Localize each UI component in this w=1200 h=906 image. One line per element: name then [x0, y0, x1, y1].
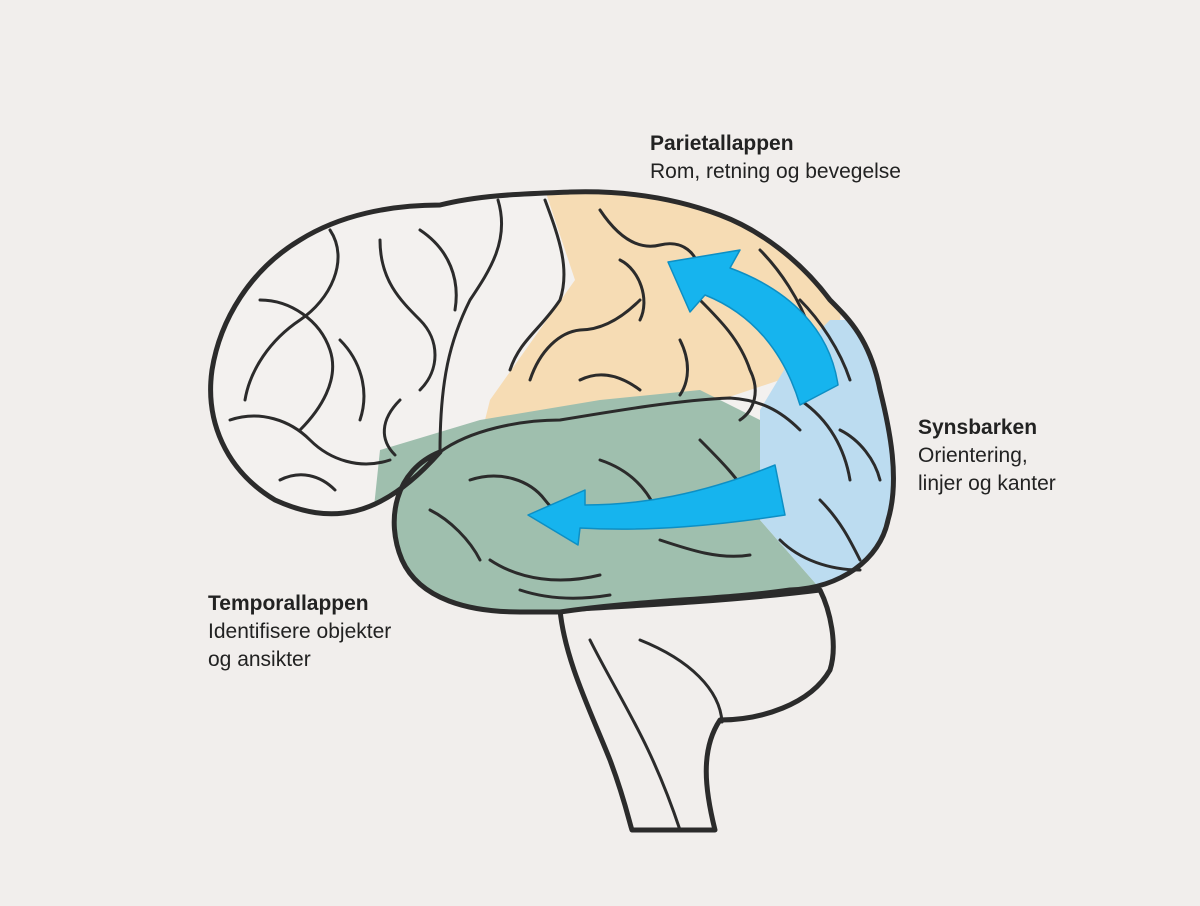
parietal-lobe [480, 191, 860, 440]
label-temporal-lobe: Temporallappen Identifisere objekter og … [208, 590, 391, 674]
label-visual-cortex: Synsbarken Orientering, linjer og kanter [918, 414, 1056, 498]
visual-desc-line-1: Orientering, [918, 444, 1028, 467]
temporal-desc-line-1: Identifisere objekter [208, 620, 392, 643]
visual-title: Synsbarken [918, 416, 1038, 439]
label-parietal-lobe: Parietallappen Rom, retning og bevegelse [650, 130, 901, 186]
brain-outline [208, 189, 896, 615]
temporal-desc-line-2: og ansikter [208, 648, 311, 671]
parietal-desc-line: Rom, retning og bevegelse [650, 160, 901, 183]
visual-desc-line-2: linjer og kanter [918, 472, 1056, 495]
brainstem-fold [588, 638, 724, 832]
temporal-title: Temporallappen [208, 592, 369, 615]
dorsal-stream-arrow [667, 249, 839, 406]
brain-folds [228, 198, 882, 600]
parietal-title: Parietallappen [650, 132, 794, 155]
brainstem [557, 587, 836, 833]
ventral-stream-arrow [527, 464, 786, 546]
